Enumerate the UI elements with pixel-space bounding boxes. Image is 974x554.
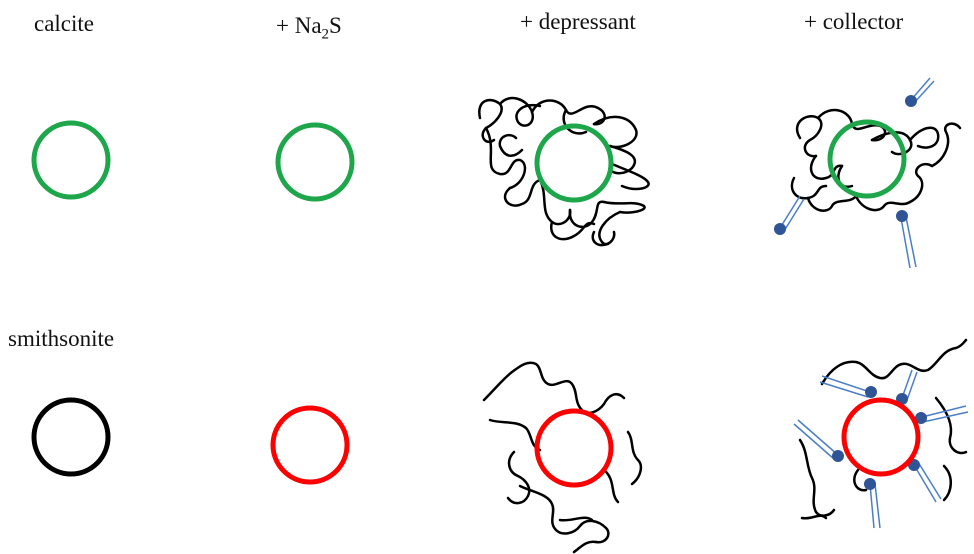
collector-molecule-icon xyxy=(819,375,877,398)
calcite-panel xyxy=(31,120,111,200)
smithsonite-collector-panel xyxy=(793,338,969,529)
smithsonite-particle-icon xyxy=(31,397,111,477)
label-depressant: + depressant xyxy=(520,9,636,34)
label-calcite: calcite xyxy=(34,11,95,36)
collector-molecule-icon xyxy=(915,405,969,424)
collector-molecule-icon xyxy=(896,210,917,269)
collector-molecule-icon xyxy=(905,77,935,107)
label-na2s-suffix: S xyxy=(329,13,342,38)
label-na2s-prefix: + Na xyxy=(276,13,322,38)
collector-molecule-icon xyxy=(896,369,918,405)
calcite-na2s-panel xyxy=(275,122,355,202)
smithsonite-particle-icon xyxy=(534,408,614,488)
calcite-particle-icon xyxy=(827,119,907,199)
collector-molecule-icon xyxy=(793,419,844,462)
label-smithsonite: smithsonite xyxy=(8,326,115,351)
polymer-chain-icon xyxy=(798,338,968,520)
calcite-collector-panel xyxy=(774,77,962,269)
smithsonite-particle-icon xyxy=(270,405,350,485)
polymer-chain-icon xyxy=(790,108,962,212)
smithsonite-depressant-panel xyxy=(482,361,643,554)
calcite-particle-icon xyxy=(534,123,614,203)
collector-molecule-icon xyxy=(774,195,805,235)
collector-molecule-icon xyxy=(864,478,881,529)
calcite-particle-icon xyxy=(275,122,355,202)
polymer-chain-icon xyxy=(478,96,650,247)
smithsonite-particle-icon xyxy=(841,397,921,477)
label-collector: + collector xyxy=(804,9,904,34)
label-na2s: + Na2S xyxy=(276,13,342,44)
calcite-depressant-panel xyxy=(478,96,650,247)
calcite-particle-icon xyxy=(31,120,111,200)
collector-molecule-icon xyxy=(908,459,942,503)
smithsonite-na2s-panel xyxy=(270,405,350,485)
label-na2s-subscript: 2 xyxy=(321,26,330,43)
smithsonite-panel xyxy=(31,397,111,477)
polymer-chain-icon xyxy=(482,361,643,554)
